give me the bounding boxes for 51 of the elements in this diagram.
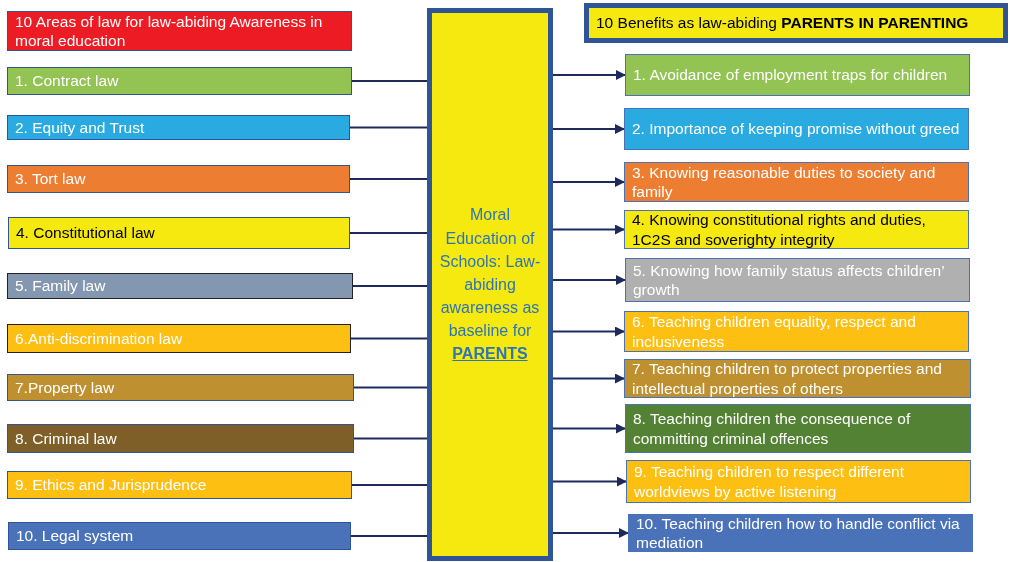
- connector-arrow: [552, 275, 626, 285]
- connector-arrow: [552, 326, 625, 337]
- connector-arrow: [552, 373, 625, 384]
- benefit-box: [626, 460, 971, 503]
- box-label: 2. Importance of keeping promise without greed: [632, 119, 960, 139]
- center-box: [427, 8, 553, 561]
- connector-arrow: [552, 124, 625, 134]
- box-label: 3. Knowing reasonable duties to society and family: [632, 162, 937, 202]
- center-text: Moral Education of Schools: Law-abiding awareness as baseline for PARENTS: [439, 205, 541, 365]
- box-label: 1. Avoidance of employment traps for children: [633, 65, 948, 85]
- box-label: 1. Contract law: [15, 71, 119, 91]
- law-area-box: [7, 115, 350, 140]
- box-label: 4. Knowing constitutional rights and duties, 1C2S and soverighty integrity: [632, 210, 927, 249]
- law-area-box: [7, 471, 352, 499]
- benefit-box: [625, 258, 970, 302]
- box-label: 10. Legal system: [16, 526, 134, 546]
- box-label: 8. Criminal law: [15, 428, 117, 449]
- box-label: 3. Tort law: [15, 169, 86, 189]
- law-area-box: [7, 324, 351, 353]
- law-area-box: [7, 67, 352, 95]
- law-area-box: [7, 273, 353, 299]
- box-label: 10 Benefits as law-abiding PARENTS IN PARENTING: [596, 13, 969, 33]
- connector-arrow: [552, 177, 625, 187]
- box-label: 5. Knowing how family status affects children’ growth: [633, 260, 945, 300]
- connector-arrow: [552, 70, 626, 80]
- benefit-box: [624, 311, 969, 352]
- law-area-box: [7, 165, 350, 193]
- box-label: 2. Equity and Trust: [15, 117, 145, 138]
- heading-box: [584, 3, 1008, 43]
- box-label: 8. Teaching children the consequence of committing criminal offences: [633, 409, 912, 448]
- law-area-box: [7, 424, 354, 453]
- box-label: 9. Ethics and Jurisprudence: [15, 475, 207, 495]
- box-label: 10. Teaching children how to handle conflict via mediation: [636, 513, 961, 553]
- box-label: 10 Areas of law for law-abiding Awareness in moral education: [15, 11, 324, 51]
- box-label: 5. Family law: [15, 276, 106, 296]
- box-label: 4. Constitutional law: [16, 223, 155, 243]
- connector-arrow: [552, 476, 627, 487]
- connector-arrow: [552, 528, 629, 538]
- benefit-box: [625, 54, 970, 96]
- box-label: 6. Teaching children equality, respect and inclusiveness: [632, 312, 917, 351]
- box-label: 6.Anti-discrimination law: [15, 328, 183, 349]
- law-area-box: [7, 374, 354, 401]
- benefit-box: [625, 404, 971, 453]
- box-label: 7.Property law: [15, 377, 115, 398]
- benefit-box: [624, 108, 969, 150]
- law-area-box: [8, 217, 350, 249]
- connector-arrow: [552, 423, 626, 434]
- law-area-box: [8, 522, 351, 550]
- connector-arrow: [552, 224, 625, 235]
- box-label: 7. Teaching children to protect properties and intellectual properties of others: [632, 359, 943, 398]
- box-label: 9. Teaching children to respect different worldviews by active listening: [634, 462, 905, 501]
